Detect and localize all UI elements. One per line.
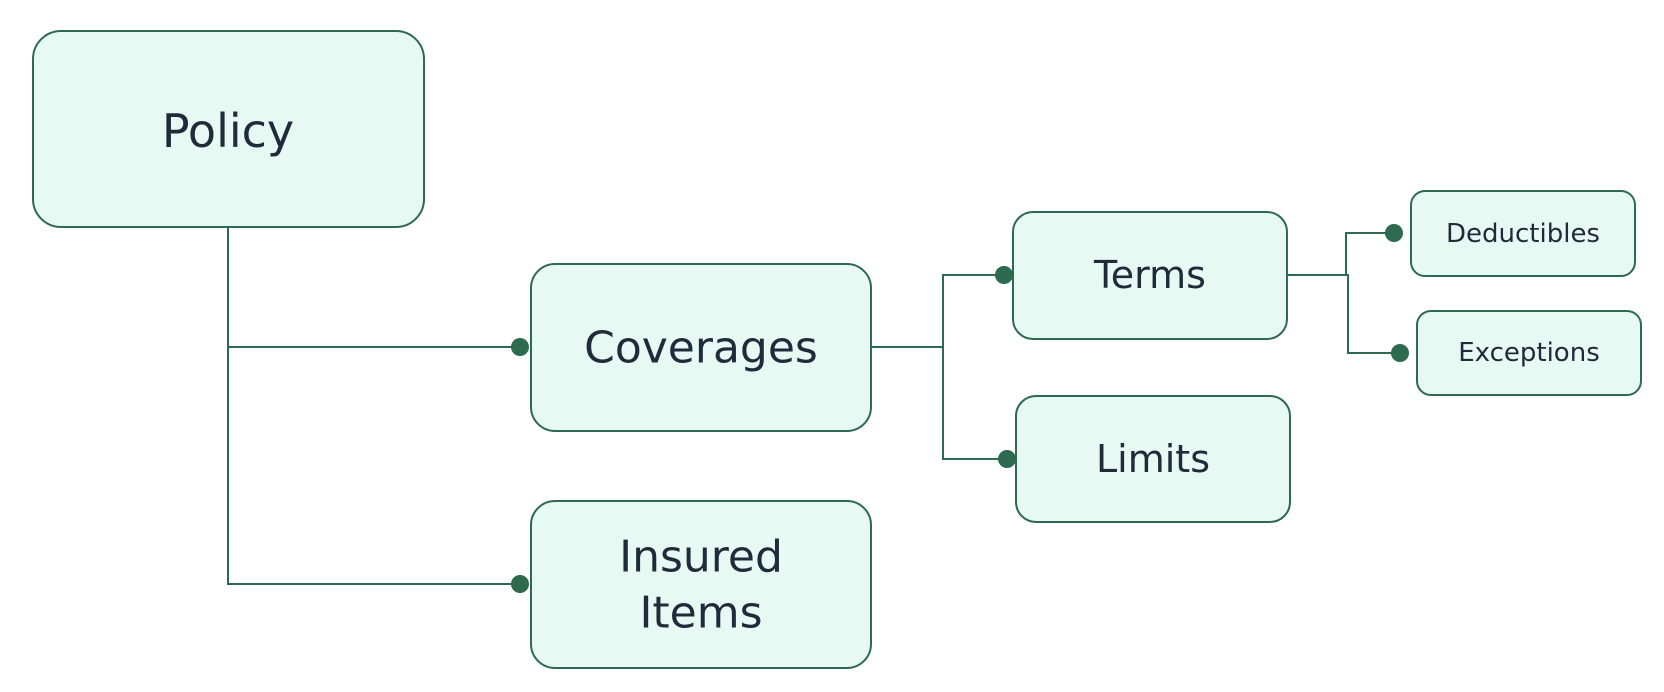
node-deductibles-label: Deductibles [1446, 219, 1600, 249]
connector-dot-insured-items [511, 575, 529, 593]
node-limits-label: Limits [1096, 437, 1210, 481]
node-exceptions-label: Exceptions [1458, 338, 1600, 368]
node-exceptions: Exceptions [1416, 310, 1642, 396]
node-insured-items-label-line1: Insured [619, 532, 783, 583]
connector-dot-terms [995, 266, 1013, 284]
connector-dot-deductibles [1385, 224, 1403, 242]
node-deductibles: Deductibles [1410, 190, 1636, 277]
connector-coverages-limits [942, 347, 1007, 460]
connector-dot-coverages [511, 338, 529, 356]
node-insured-items: Insured Items [530, 500, 872, 669]
node-limits: Limits [1015, 395, 1291, 523]
connector-dot-limits [998, 450, 1016, 468]
node-terms: Terms [1012, 211, 1288, 340]
node-policy-label: Policy [162, 104, 294, 158]
connector-policy-coverages [227, 226, 520, 348]
connector-dot-exceptions [1391, 344, 1409, 362]
connector-terms-deductibles [1287, 232, 1394, 276]
node-terms-label: Terms [1093, 253, 1206, 297]
connector-policy-insured-items [227, 347, 520, 585]
node-insured-items-label-line2: Items [639, 588, 762, 639]
node-coverages-label: Coverages [584, 323, 818, 374]
connector-coverages-terms [871, 274, 1004, 348]
connector-terms-exceptions [1346, 274, 1400, 354]
node-policy: Policy [32, 30, 425, 228]
node-coverages: Coverages [530, 263, 872, 432]
